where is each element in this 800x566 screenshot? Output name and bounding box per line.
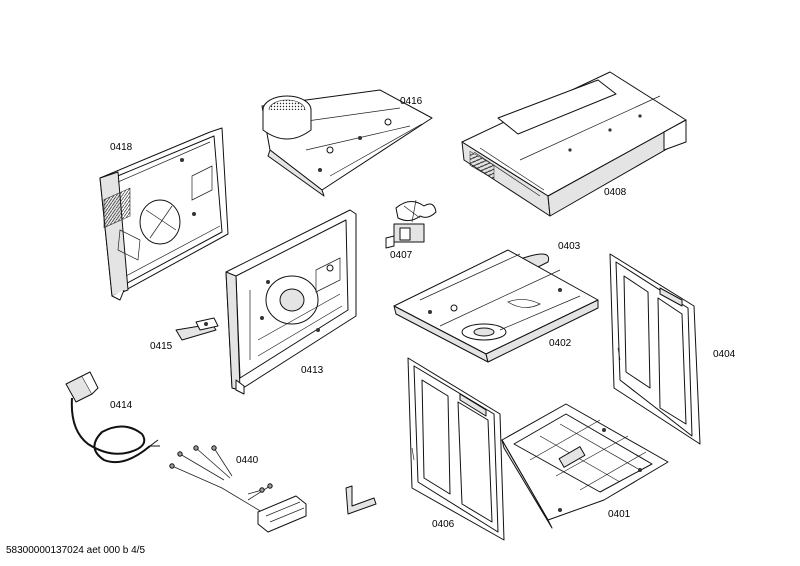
part-0440-wiring-harness bbox=[169, 445, 307, 533]
label-0414: 0414 bbox=[110, 400, 133, 411]
label-0408: 0408 bbox=[604, 187, 627, 198]
label-0413: 0413 bbox=[301, 365, 324, 376]
label-0418: 0418 bbox=[110, 142, 133, 153]
document-reference: 58300000137024 aet 000 b 4/5 bbox=[6, 545, 146, 556]
label-0401: 0401 bbox=[608, 509, 631, 520]
label-0415: 0415 bbox=[150, 341, 173, 352]
part-0414-power-cord bbox=[65, 371, 160, 464]
part-0418-rear-panel bbox=[99, 127, 229, 301]
label-0407: 0407 bbox=[390, 250, 413, 261]
label-0402: 0402 bbox=[549, 338, 572, 349]
angle-bracket bbox=[345, 485, 377, 515]
part-0402-cavity-top bbox=[393, 249, 599, 363]
part-0413-cavity-back bbox=[225, 209, 357, 395]
part-0415-bracket bbox=[175, 317, 219, 341]
label-0403: 0403 bbox=[558, 241, 581, 252]
part-0408-top-cover bbox=[461, 71, 687, 217]
label-0404: 0404 bbox=[713, 349, 736, 360]
label-0440: 0440 bbox=[236, 455, 259, 466]
part-0401-bottom-frame bbox=[501, 403, 669, 529]
label-0416: 0416 bbox=[400, 96, 423, 107]
part-0404-right-side-wall bbox=[609, 253, 701, 445]
part-0416-fan-housing bbox=[261, 89, 433, 197]
label-0406: 0406 bbox=[432, 519, 455, 530]
part-0406-left-side-wall bbox=[407, 357, 505, 541]
part-0407-fan-motor bbox=[385, 199, 437, 249]
